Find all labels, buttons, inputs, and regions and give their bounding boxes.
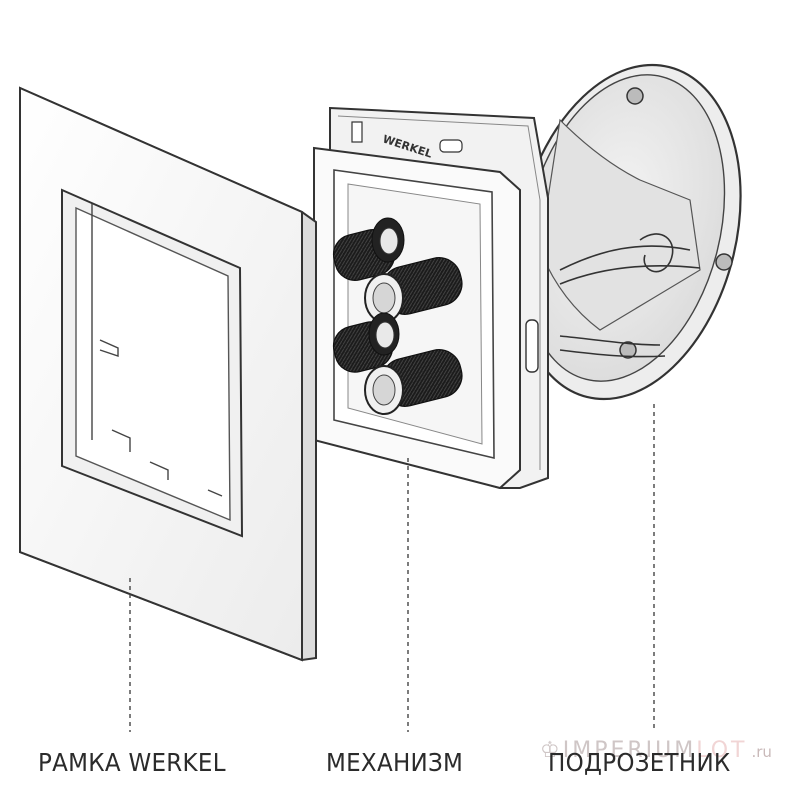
- frame-label: РАМКА WERKEL: [38, 748, 226, 777]
- back-box-label: ПОДРОЗЕТНИК: [548, 748, 731, 777]
- terminal-bottom-left: [332, 312, 400, 373]
- mechanism-label: МЕХАНИЗМ: [326, 748, 464, 777]
- speaker-terminals: [332, 217, 463, 415]
- leader-lines: [129, 404, 655, 732]
- screw-icon: [619, 341, 637, 359]
- watermark: ♔IMPERIUMLOT.ru: [540, 738, 772, 763]
- terminal-top-left: [332, 217, 405, 281]
- frame: [19, 86, 317, 662]
- screw-icon: [715, 253, 733, 271]
- watermark-crown-icon: ♔: [540, 738, 563, 763]
- terminal-top-right: [364, 257, 463, 323]
- cables: [559, 233, 701, 358]
- screw-icon: [626, 87, 644, 105]
- terminal-bottom-right: [364, 349, 463, 415]
- back-box: [514, 63, 742, 401]
